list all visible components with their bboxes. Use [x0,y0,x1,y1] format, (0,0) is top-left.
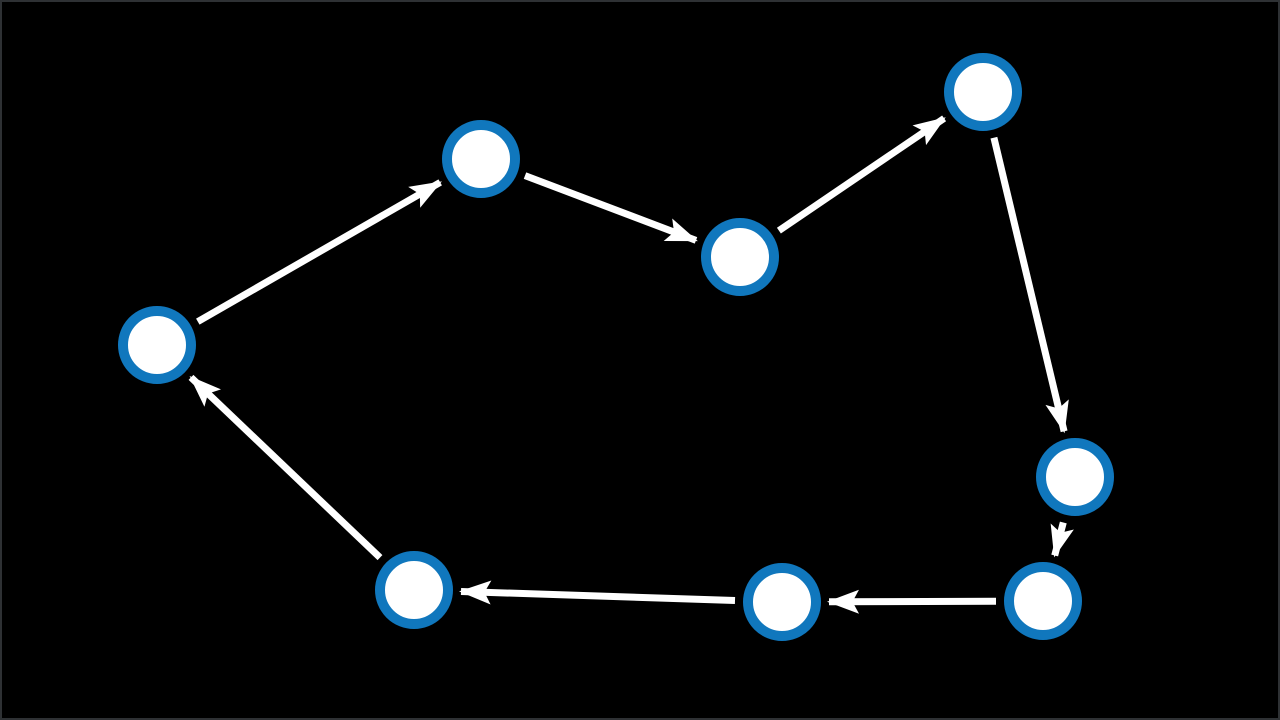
graph-node-1 [118,306,196,384]
graph-node-5 [1036,438,1114,516]
graph-edges [188,115,1074,614]
graph-node-4 [944,53,1022,131]
graph-edge-node-3-to-node-4 [776,115,947,234]
graph-edge-node-7-to-node-8 [459,580,736,605]
graph-nodes [118,53,1114,641]
graph-node-3 [701,218,779,296]
graph-node-6 [1004,562,1082,640]
graph-node-2 [442,120,520,198]
graph-edge-node-5-to-node-6 [1050,521,1074,558]
graph-edge-node-8-to-node-1 [188,374,383,561]
graph-edge-node-6-to-node-7 [827,589,997,614]
graph-node-7 [743,563,821,641]
graph-edge-node-1-to-node-2 [196,179,442,325]
graph-edge-node-4-to-node-5 [990,136,1069,434]
graph-edge-node-2-to-node-3 [523,172,698,244]
graph-node-8 [375,551,453,629]
